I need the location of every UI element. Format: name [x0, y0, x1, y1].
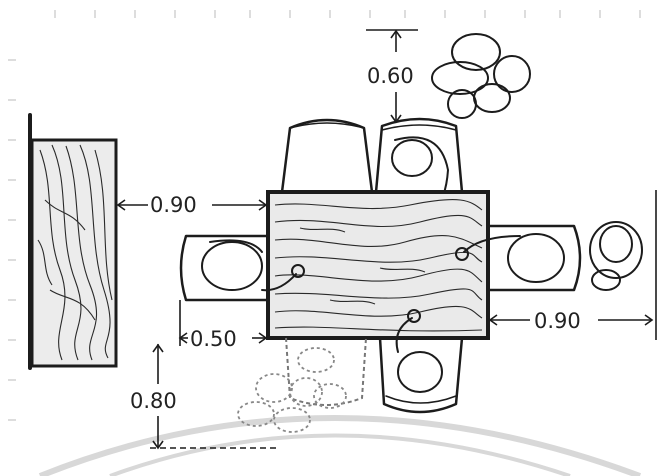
left-ruler	[8, 59, 16, 421]
chair-right	[455, 224, 582, 292]
dining-table	[266, 190, 490, 340]
person-top	[431, 33, 531, 119]
sideboard	[28, 113, 118, 370]
dimension-lines	[116, 29, 657, 450]
chair-left	[179, 234, 305, 302]
dimension-label-0-50: 0.50	[190, 327, 237, 351]
chair-top-left	[280, 118, 374, 194]
chair-bottom-left	[237, 337, 367, 433]
dimension-label-0-80: 0.80	[130, 389, 177, 413]
dimension-label-0-90-right: 0.90	[534, 309, 581, 333]
top-ruler	[54, 10, 641, 18]
dimension-label-0-60: 0.60	[367, 64, 414, 88]
chair-bottom-right	[378, 309, 464, 414]
dimension-label-0-90-left: 0.90	[150, 193, 197, 217]
person-right	[589, 221, 643, 291]
bottom-arcs	[38, 415, 642, 476]
